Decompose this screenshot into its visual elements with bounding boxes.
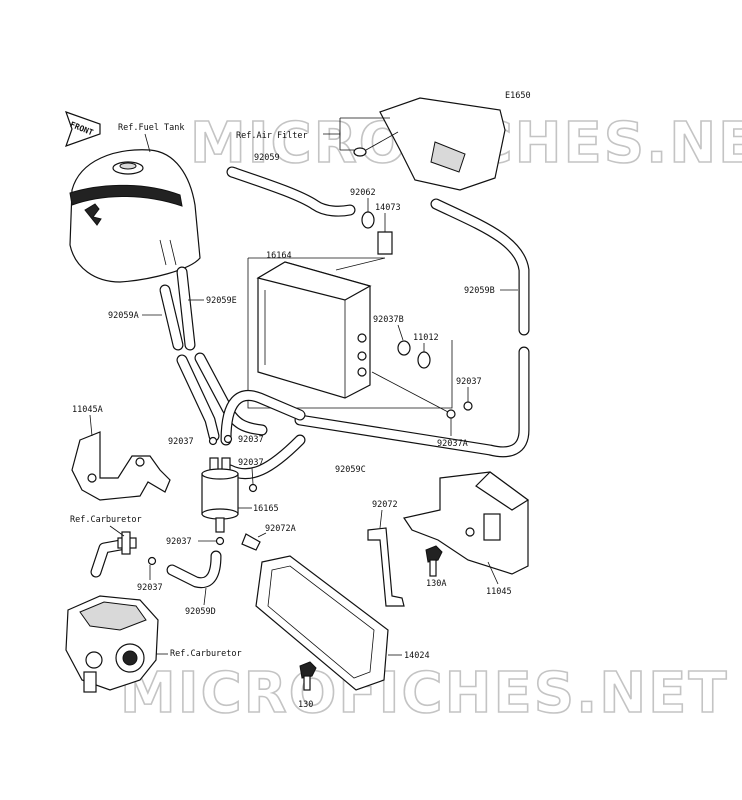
air-filter-box: Ref.Air Filter [236, 97, 506, 191]
fuel-tank: Ref.Fuel Tank [69, 123, 201, 283]
watermark-bottom: MICROFICHES.NET [120, 661, 729, 726]
label-92037-right: 92037 [456, 377, 482, 387]
label-ref-carburetor-1: Ref.Carburetor [70, 515, 142, 525]
label-16165: 16165 [253, 504, 279, 514]
bracket-11045: 11045 [403, 471, 530, 597]
label-92059E: 92059E [206, 296, 237, 306]
label-92062: 92062 [350, 188, 376, 198]
label-92037-l5: 92037 [137, 583, 163, 593]
clip-92072A: 92072A [241, 524, 296, 551]
label-92037A: 92037A [437, 439, 468, 449]
front-arrow-badge: FRONT [65, 111, 101, 147]
clamp-92037-right: 92037 [456, 377, 482, 411]
clamp-92037A: 92037A [437, 409, 468, 449]
label-92059C: 92059C [335, 465, 366, 475]
strap-92072: 92072 [367, 500, 405, 607]
bolt-130: 130 [298, 661, 317, 710]
diagram-code: E1650 [505, 91, 531, 101]
label-14073: 14073 [375, 203, 401, 213]
label-ref-air-filter: Ref.Air Filter [236, 131, 308, 141]
label-92037-l1: 92037 [168, 437, 194, 447]
label-130: 130 [298, 700, 313, 710]
label-92037B: 92037B [373, 315, 404, 325]
clamp-92037-l3: 92037 [238, 458, 264, 493]
label-92072A: 92072A [265, 524, 296, 534]
bracket-11045A: 11045A [71, 405, 171, 501]
tray-14024: 14024 [255, 555, 430, 691]
label-ref-fuel-tank: Ref.Fuel Tank [118, 123, 185, 133]
hose-92059E: 92059E [176, 266, 268, 436]
carburetor-body: Ref.Carburetor [65, 595, 242, 693]
label-92037-l3: 92037 [238, 458, 264, 468]
hose-92059D: 92059D [166, 550, 222, 617]
label-92059D: 92059D [185, 607, 216, 617]
bolt-130A: 130A [425, 545, 446, 589]
label-14024: 14024 [404, 651, 430, 661]
hose-92059: 92059 [226, 153, 356, 217]
label-92059B: 92059B [464, 286, 495, 296]
cap-11012: 11012 [413, 333, 439, 369]
part-14073: 14073 [375, 203, 401, 255]
label-92072: 92072 [372, 500, 398, 510]
label-ref-carburetor-2: Ref.Carburetor [170, 649, 242, 659]
clamp-92037-l2: 92037 [223, 434, 264, 445]
label-16164: 16164 [266, 251, 292, 261]
label-92059A: 92059A [108, 311, 139, 321]
label-130A: 130A [426, 579, 446, 589]
clamp-92037-l1: 92037 [168, 436, 218, 447]
label-11045A: 11045A [72, 405, 103, 415]
clamp-92037B: 92037B [373, 315, 411, 356]
tank-logo-icon [84, 203, 102, 226]
hose-92059A: 92059A [108, 284, 220, 442]
canister-16164: 16164 [247, 251, 453, 409]
label-11012: 11012 [413, 333, 439, 343]
label-92037-l2: 92037 [238, 435, 264, 445]
label-92037-l4: 92037 [166, 537, 192, 547]
carburetor-tee-fitting: Ref.Carburetor 92037 [70, 515, 163, 593]
fuel-filter-16165: 16165 [201, 457, 279, 533]
hose-92059B: 92059B [294, 198, 530, 458]
label-11045: 11045 [486, 587, 512, 597]
clamp-92037-l4: 92037 [166, 536, 225, 547]
label-92059: 92059 [254, 153, 280, 163]
part-92062: 92062 [350, 188, 376, 229]
